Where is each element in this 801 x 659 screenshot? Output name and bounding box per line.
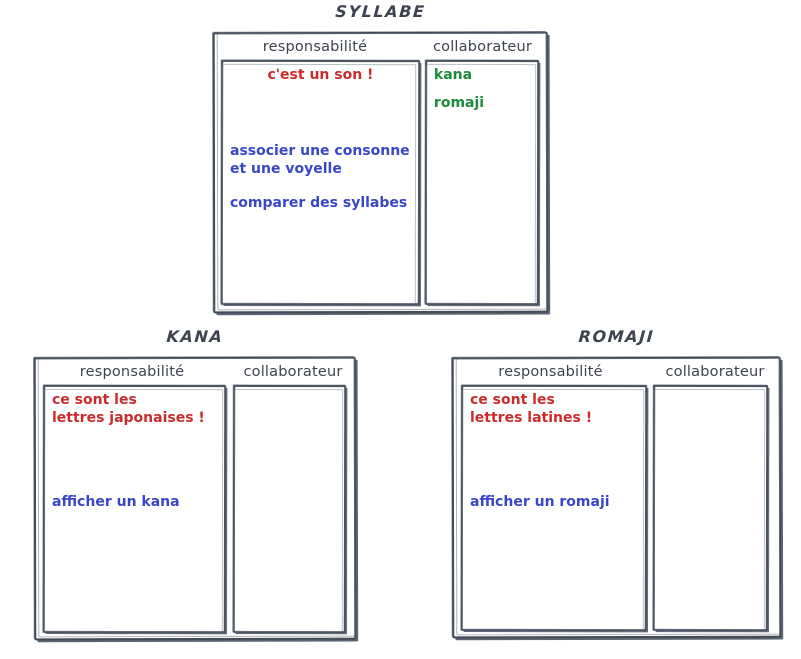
spacer [434,85,530,95]
spacer [230,85,411,143]
column-headers: responsabilité collaborateur [452,357,781,385]
crc-card-syllabe[interactable]: responsabilité collaborateur c'est un so… [212,31,549,314]
column-header-responsibility: responsabilité [79,364,185,380]
card-description: ce sont les lettres japonaises ! [52,392,205,426]
card-title-kana: KANA [165,327,225,346]
column-headers: responsabilité collaborateur [213,32,548,60]
card-description: ce sont les lettres latines ! [470,392,593,426]
spacer [470,428,638,494]
collaborator-item: romaji [433,94,485,111]
responsibility-item: afficher un kana [52,493,180,510]
column-header-collaborator: collaborateur [665,364,765,380]
collaborator-pane[interactable] [232,384,347,634]
column-headers: responsabilité collaborateur [34,357,356,385]
collaborator-pane[interactable] [652,384,769,632]
column-header-collaborator: collaborateur [243,364,343,380]
responsibility-item: afficher un romaji [470,493,610,510]
collaborator-pane[interactable]: kana romaji [424,59,540,306]
spacer [230,179,411,195]
column-header-responsibility: responsabilité [498,364,603,380]
column-header-collaborator: collaborateur [432,39,533,55]
crc-card-kana[interactable]: responsabilité collaborateur ce sont les… [33,356,357,641]
responsibility-item: comparer des syllabes [230,194,408,211]
responsibility-pane[interactable]: ce sont les lettres japonaises ! affiche… [42,384,227,634]
collaborator-item: kana [433,67,473,83]
column-header-responsibility: responsabilité [262,39,368,55]
spacer [52,428,217,494]
crc-card-romaji[interactable]: responsabilité collaborateur ce sont les… [451,356,782,639]
card-title-syllabe: SYLLABE [334,2,427,21]
responsibility-pane[interactable]: c'est un son ! associer une consonne et … [220,59,421,306]
card-title-romaji: ROMAJI [577,327,656,346]
card-description: c'est un son ! [267,67,374,83]
responsibility-pane[interactable]: ce sont les lettres latines ! afficher u… [460,384,648,632]
responsibility-item: associer une consonne et une voyelle [230,142,410,177]
